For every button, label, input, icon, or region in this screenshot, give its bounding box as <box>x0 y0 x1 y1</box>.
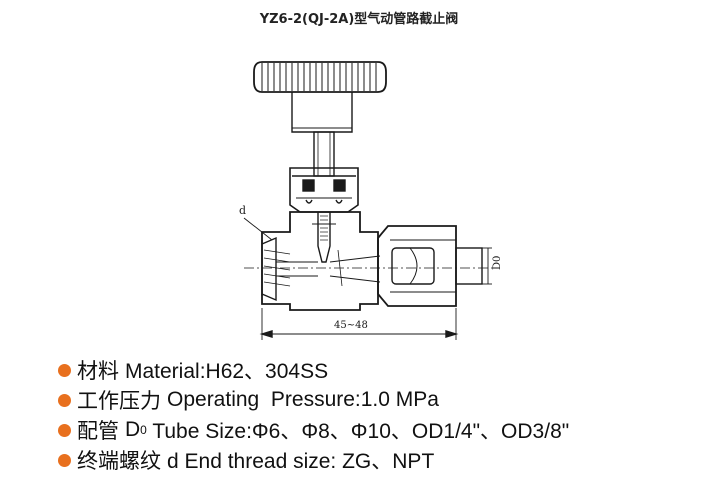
spec-text: Operating Pressure:1.0 MPa <box>167 388 439 411</box>
spec-material: 材料 Material:H62、304SS <box>58 355 569 385</box>
spec-label: 材料 <box>77 360 119 383</box>
orange-bullet-icon <box>58 393 71 407</box>
spec-label: 配管 <box>77 420 119 443</box>
orange-bullet-icon <box>58 453 71 467</box>
spec-pressure: 工作压力 Operating Pressure:1.0 MPa <box>58 385 569 415</box>
spec-text-prefix: D <box>125 418 141 441</box>
spec-text-subscript: 0 <box>140 423 147 437</box>
orange-bullet-icon <box>58 363 71 377</box>
orange-bullet-icon <box>58 423 71 437</box>
page-title: YZ6-2(QJ-2A)型气动管路截止阀 <box>259 12 459 27</box>
length-dimension-label: 45~48 <box>334 320 368 331</box>
thread-label: d <box>239 204 246 217</box>
spec-text: d End thread size: ZG、NPT <box>167 450 435 473</box>
spec-label: 终端螺纹 <box>77 450 161 473</box>
valve-drawing: d 45~48 D0 <box>239 61 503 340</box>
spec-list: 材料 Material:H62、304SS 工作压力 Operating Pre… <box>58 355 569 475</box>
spec-text: Tube Size:Φ6、Φ8、Φ10、OD1/4"、OD3/8" <box>146 420 570 443</box>
spec-label: 工作压力 <box>77 390 161 413</box>
spec-end-thread: 终端螺纹 d End thread size: ZG、NPT <box>58 445 569 475</box>
tube-diameter-label: D0 <box>492 256 503 270</box>
spec-text: Material:H62、304SS <box>125 360 329 383</box>
handwheel-knob <box>253 61 387 93</box>
